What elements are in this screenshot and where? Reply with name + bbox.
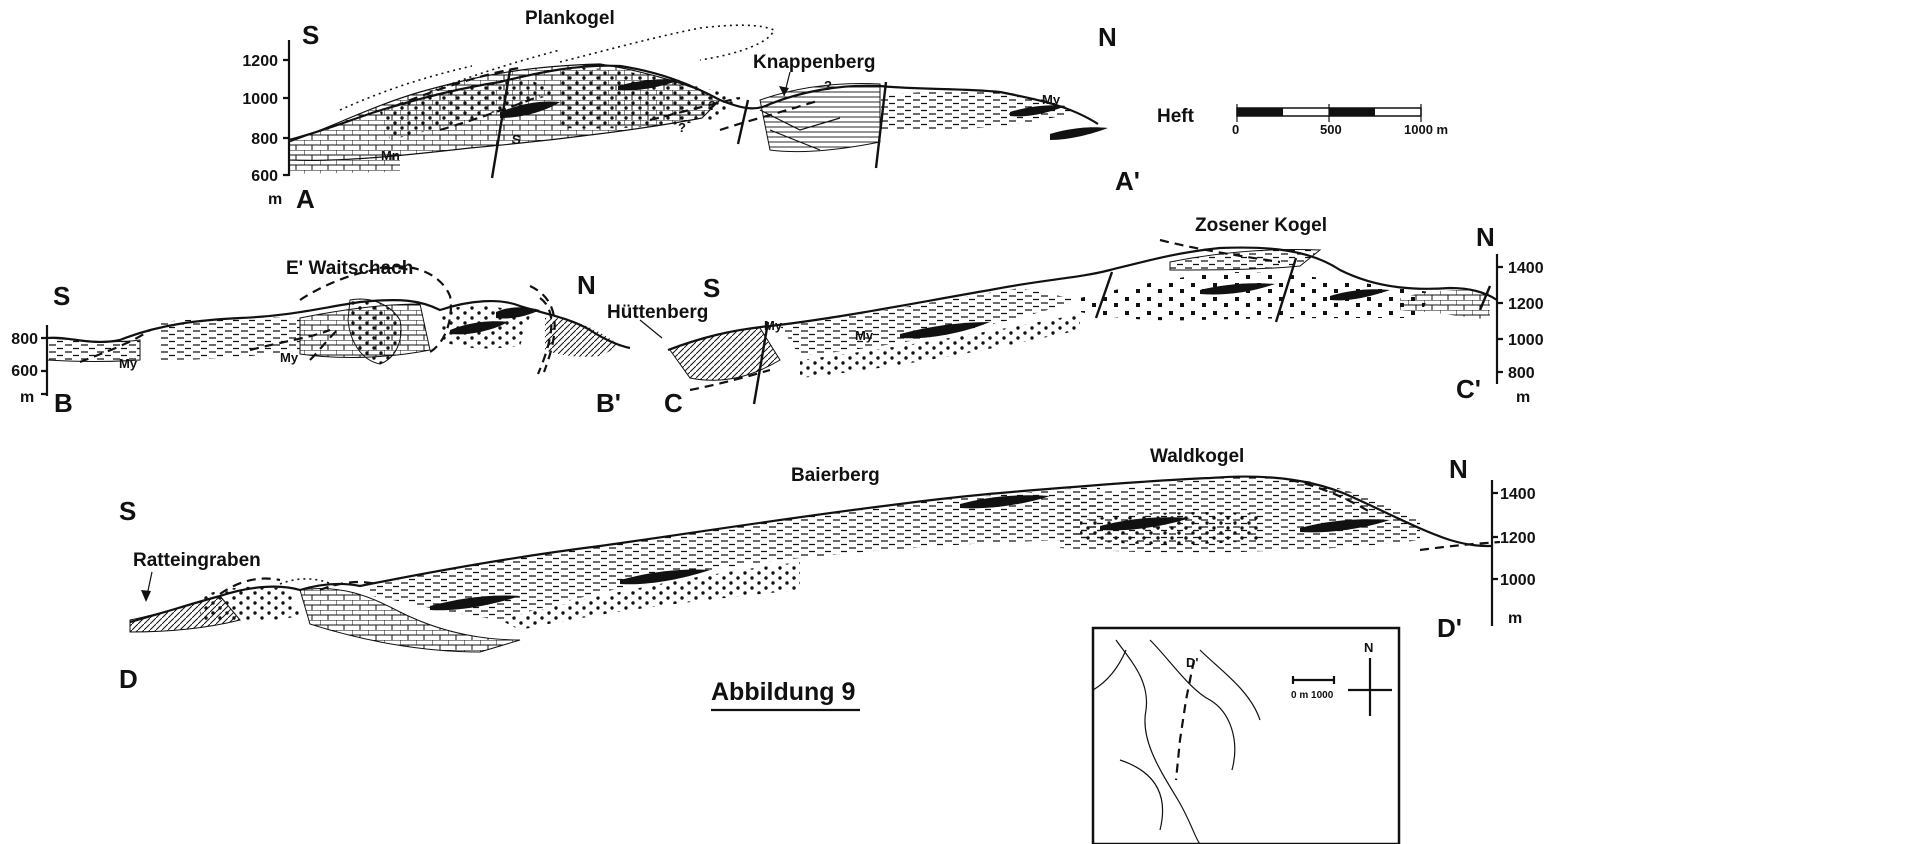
section-c-tick-1400: 1400 — [1508, 260, 1544, 277]
section-c: 1400 1200 1000 800 m S N C C' Zosener Ko… — [664, 215, 1544, 418]
section-a-tick-1000: 1000 — [242, 91, 278, 108]
section-a-query-1: ? — [678, 120, 686, 135]
section-a-tick-600: 600 — [251, 168, 278, 185]
section-d-waldkogel: Waldkogel — [1150, 446, 1244, 467]
section-d-ratteingraben: Ratteingraben — [133, 550, 261, 571]
section-d-unit: m — [1508, 610, 1522, 627]
section-a: 1200 1000 800 600 m S N A A' Plankogel K… — [242, 8, 1194, 214]
scale-bar-0: 0 — [1232, 122, 1239, 137]
section-b-huettenberg: Hüttenberg — [607, 302, 708, 323]
inset-map: D' 0 m 1000 N — [1093, 628, 1399, 844]
section-d-end-label: D' — [1437, 613, 1462, 643]
section-a-tick-800: 800 — [251, 131, 278, 148]
section-a-knappenberg: Knappenberg — [753, 52, 875, 73]
section-c-start-label: C — [664, 388, 683, 418]
section-b-tick-600: 600 — [11, 363, 38, 380]
section-b-waitschach: E' Waitschach — [286, 258, 413, 279]
section-c-zosener-kogel: Zosener Kogel — [1195, 215, 1327, 236]
section-d-south: S — [119, 496, 136, 526]
section-d-tick-1000: 1000 — [1500, 572, 1536, 589]
section-a-rock-mn: Mn — [381, 148, 400, 163]
section-a-heft: Heft — [1157, 106, 1195, 127]
section-b-tick-800: 800 — [11, 331, 38, 348]
section-b-rock-my-1: My — [119, 356, 138, 371]
section-a-plankogel: Plankogel — [525, 8, 615, 29]
section-c-south: S — [703, 273, 720, 303]
section-b-south: S — [53, 281, 70, 311]
section-d-start-label: D — [119, 664, 138, 694]
figure-caption-group: Abbildung 9 — [711, 678, 860, 710]
figure-caption: Abbildung 9 — [711, 678, 855, 706]
section-c-rock-my-1: My — [764, 318, 783, 333]
scale-bar-1000: 1000 m — [1404, 122, 1448, 137]
section-a-end-label: A' — [1115, 166, 1140, 196]
section-c-tick-1000: 1000 — [1508, 332, 1544, 349]
section-a-south: S — [302, 20, 319, 50]
section-a-start-label: A — [296, 184, 315, 214]
section-b-start-label: B — [54, 388, 73, 418]
section-c-unit: m — [1516, 389, 1530, 406]
section-c-end-label: C' — [1456, 374, 1481, 404]
inset-north: N — [1364, 640, 1373, 655]
section-c-rock-my-2: My — [855, 328, 874, 343]
section-c-tick-800: 800 — [1508, 365, 1535, 382]
inset-d-prime: D' — [1186, 655, 1198, 670]
section-d-north: N — [1449, 454, 1468, 484]
section-a-query-3: ? — [824, 78, 832, 93]
section-b-north: N — [577, 270, 596, 300]
section-c-tick-1200: 1200 — [1508, 296, 1544, 313]
section-a-rock-my: My — [1042, 92, 1061, 107]
section-b-rock-my-2: My — [280, 350, 299, 365]
section-a-tick-1200: 1200 — [242, 53, 278, 70]
section-a-query-2: ? — [708, 98, 716, 113]
section-d-tick-1400: 1400 — [1500, 486, 1536, 503]
section-b-unit: m — [20, 389, 34, 406]
section-b: 800 600 m S N B B' E' Waitschach Hüttenb… — [11, 258, 708, 418]
section-a-north: N — [1098, 22, 1117, 52]
section-a-unit: m — [268, 191, 282, 208]
section-d-baierberg: Baierberg — [791, 465, 880, 486]
section-c-north: N — [1476, 222, 1495, 252]
inset-scale-label: 0 m 1000 — [1291, 690, 1334, 701]
scale-bar: 0 500 1000 m — [1232, 104, 1448, 137]
section-d-tick-1200: 1200 — [1500, 530, 1536, 547]
scale-bar-500: 500 — [1320, 122, 1342, 137]
section-a-rock-s: S — [512, 132, 521, 147]
section-b-end-label: B' — [596, 388, 621, 418]
section-d: 1400 1200 1000 m S N D D' Baierberg Wald… — [119, 446, 1536, 694]
